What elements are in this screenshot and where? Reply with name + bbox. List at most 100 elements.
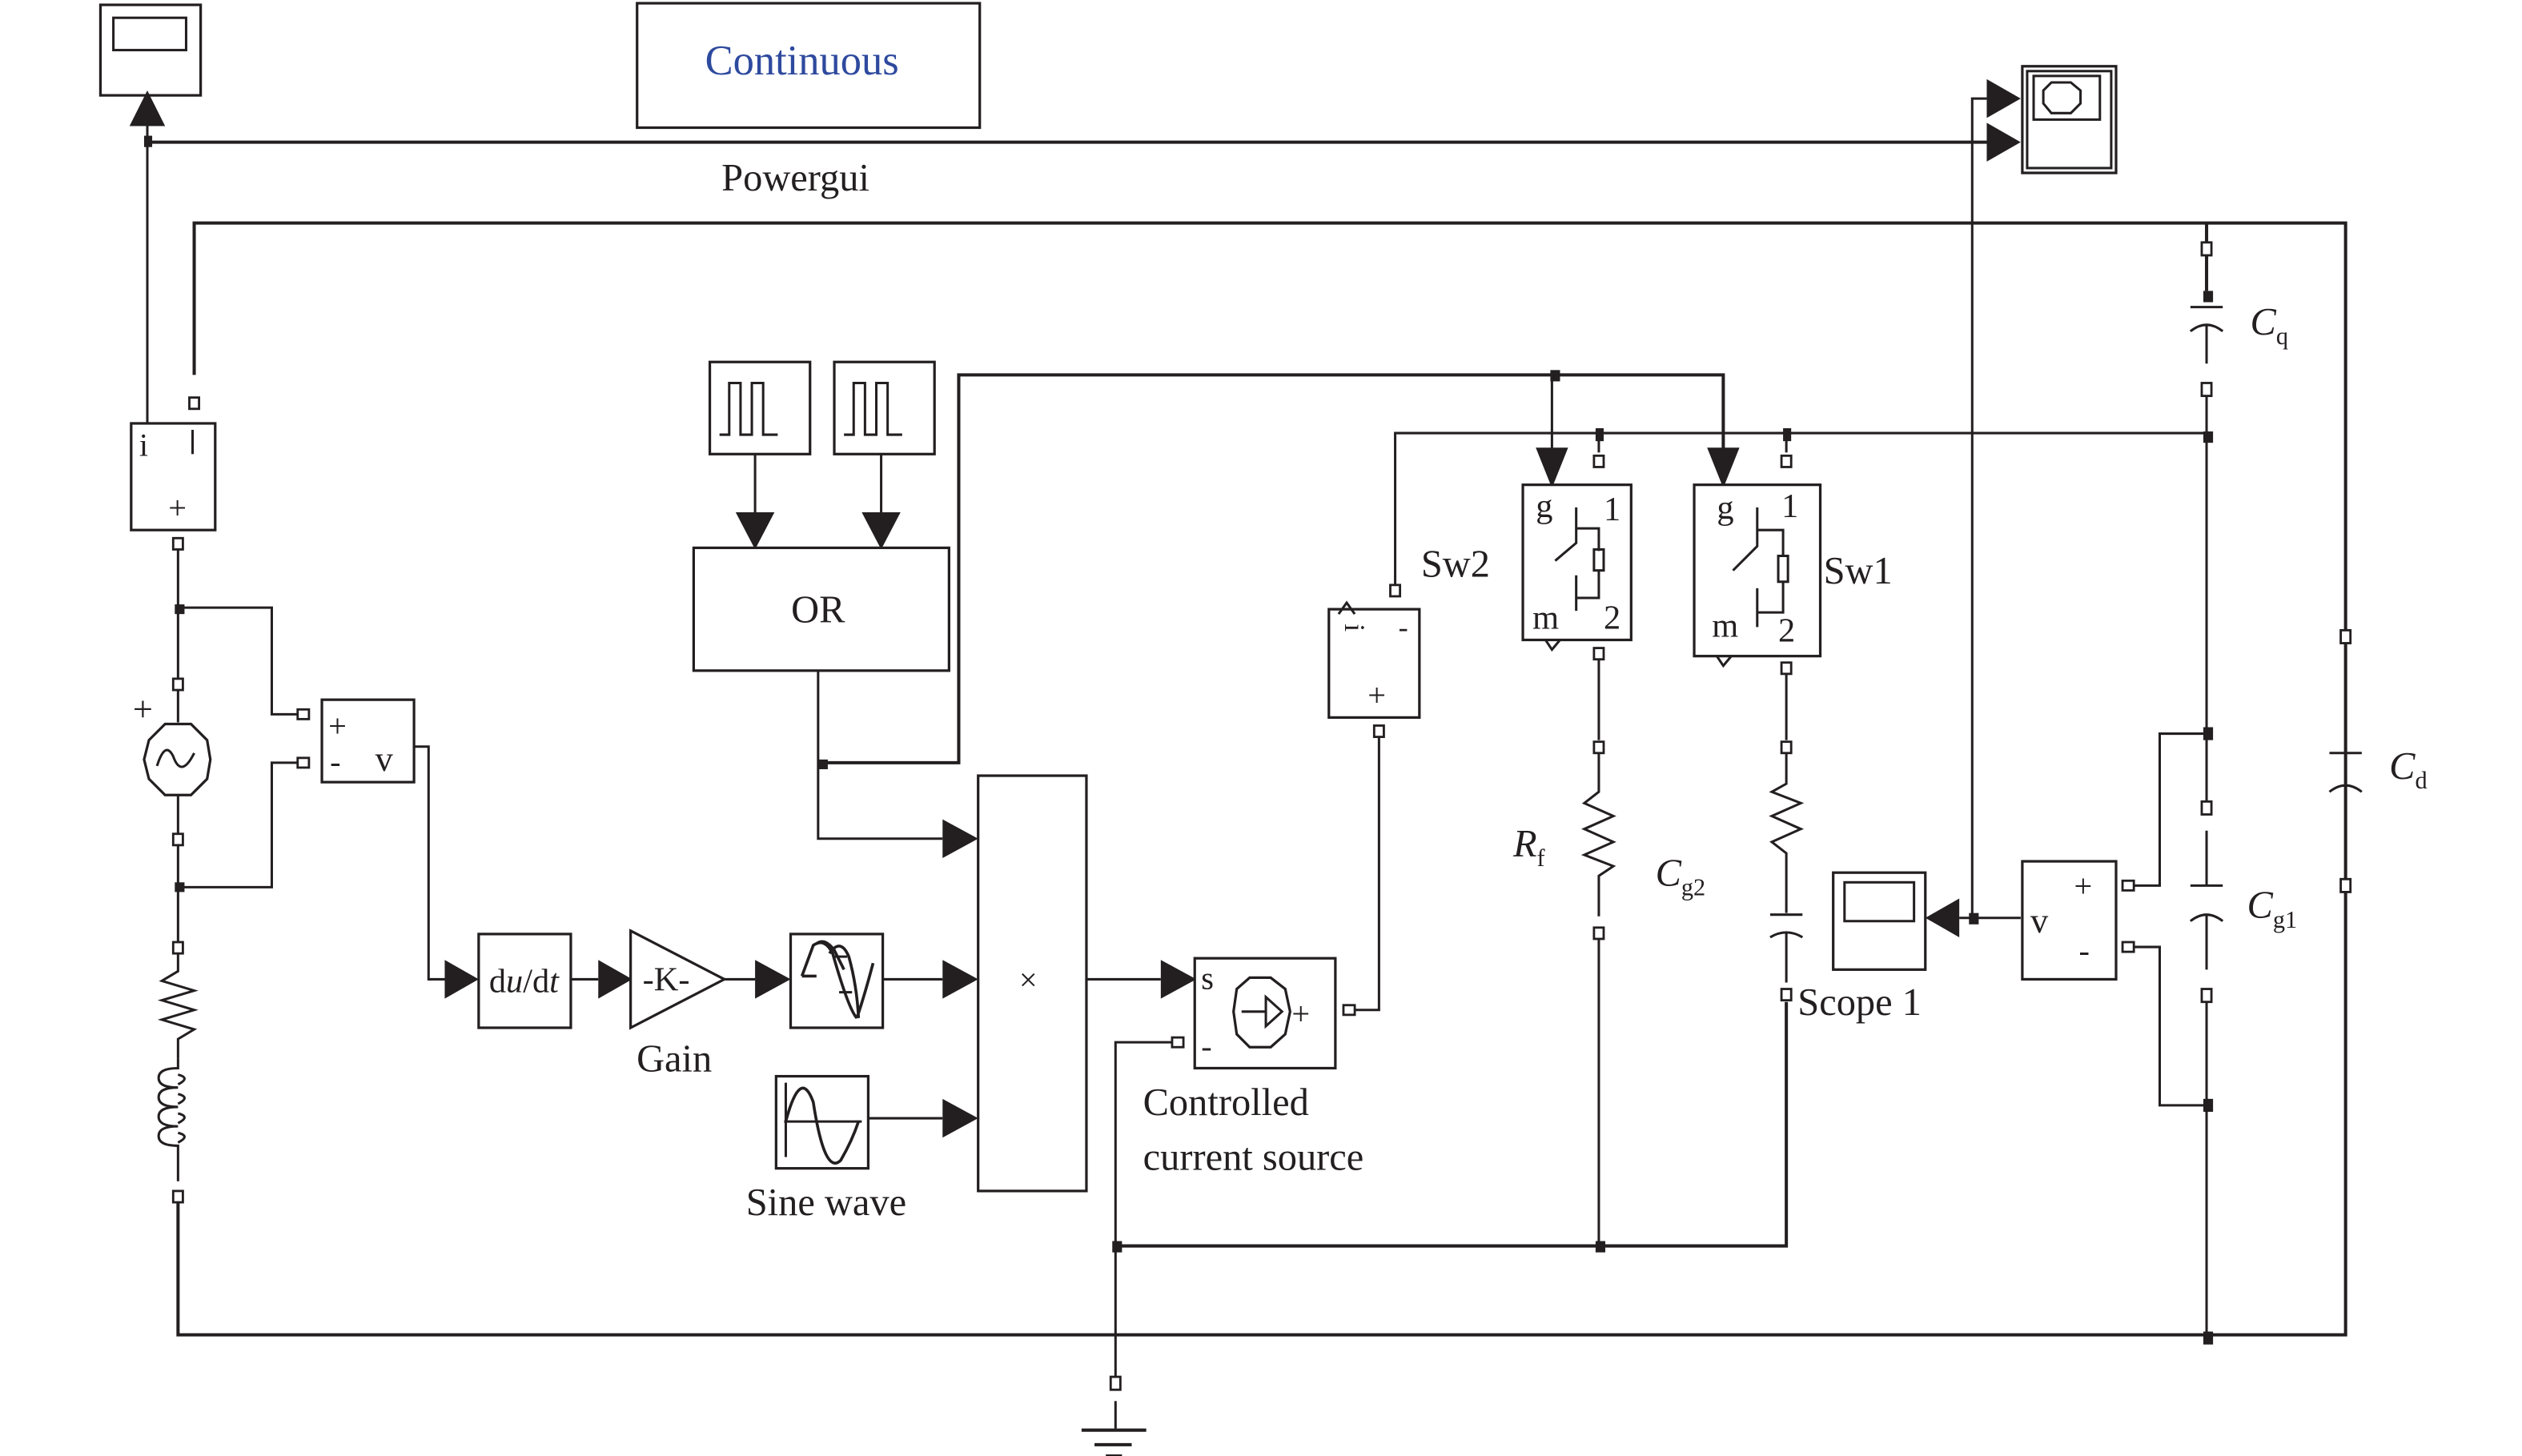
- arrow: [1160, 960, 1197, 999]
- sine-wave-block[interactable]: [774, 1074, 870, 1170]
- port[interactable]: [296, 708, 311, 720]
- arrow: [755, 960, 791, 999]
- vmeas-plus: +: [328, 708, 347, 744]
- sine-wave-label: Sine wave: [746, 1181, 906, 1224]
- port[interactable]: [171, 536, 184, 551]
- switch-sw1[interactable]: g 1 m 2: [1693, 483, 1822, 668]
- derivative-block[interactable]: du/dt: [477, 933, 572, 1029]
- port-label-2: 2: [1604, 599, 1620, 636]
- series-resistor[interactable]: [157, 953, 199, 1059]
- port-label-g: g: [1536, 487, 1552, 525]
- junction: [2203, 1098, 2214, 1112]
- powergui-mode-label: Continuous: [705, 38, 899, 84]
- cd-label: Cd: [2389, 745, 2427, 794]
- wire-vmeas-plus: [2134, 732, 2207, 887]
- port[interactable]: [2339, 877, 2352, 893]
- port[interactable]: [1592, 926, 1605, 941]
- port[interactable]: [1109, 1375, 1122, 1391]
- capacitor-cq[interactable]: [2189, 306, 2224, 364]
- source-plus-label: +: [133, 688, 153, 728]
- port[interactable]: [188, 396, 201, 411]
- product-block[interactable]: ×: [977, 774, 1088, 1193]
- port[interactable]: [171, 1189, 184, 1204]
- series-inductor[interactable]: [157, 1058, 186, 1181]
- ground-symbol: [1081, 1401, 1147, 1456]
- hysteresis-block[interactable]: [789, 933, 885, 1029]
- port[interactable]: [2200, 988, 2213, 1004]
- vmeas-plus: +: [2074, 868, 2092, 904]
- scope-1[interactable]: [1832, 871, 1927, 971]
- scope-top-left[interactable]: [98, 3, 203, 97]
- port[interactable]: [1780, 740, 1793, 755]
- cg2-label: Cg2: [1656, 852, 1706, 900]
- wire-gate-signal: [822, 373, 1725, 764]
- wire-ccs-minus-to-ground: [1114, 1041, 1172, 1378]
- pulse-generator-1[interactable]: [708, 360, 812, 455]
- capacitor-cg2[interactable]: [1769, 913, 1804, 983]
- junction: [175, 604, 185, 615]
- port[interactable]: [2200, 382, 2213, 398]
- junction: [1969, 913, 1979, 925]
- port-label-m: m: [1532, 599, 1559, 636]
- or-gate-block[interactable]: OR: [692, 546, 950, 672]
- gain-symbol: -K-: [643, 961, 690, 999]
- gain-block[interactable]: -K-: [629, 929, 728, 1030]
- junction: [2203, 1331, 2214, 1345]
- wire-or-output: [817, 670, 943, 840]
- arrow: [942, 819, 978, 859]
- current-measurement-left[interactable]: i +: [130, 422, 217, 531]
- arrow: [942, 960, 978, 999]
- resistor-rf[interactable]: [1580, 752, 1616, 917]
- port[interactable]: [171, 677, 184, 692]
- port[interactable]: [1780, 454, 1793, 468]
- port-label-1: 1: [1781, 487, 1798, 525]
- voltage-measurement-left[interactable]: + - v: [320, 698, 416, 784]
- port-label-m: m: [1712, 607, 1738, 644]
- powergui-block[interactable]: Continuous: [636, 2, 982, 130]
- port-label-plus: +: [168, 490, 187, 526]
- port[interactable]: [1592, 647, 1605, 661]
- vmeas-minus: -: [330, 744, 340, 780]
- wire-to-vmeas-plus: [181, 606, 298, 716]
- vmeas-minus: -: [2079, 933, 2090, 969]
- ac-voltage-source[interactable]: +: [133, 688, 212, 834]
- cq-label: Cq: [2251, 301, 2288, 350]
- switch-sw2[interactable]: g 1 m 2: [1521, 483, 1632, 652]
- ccs-label-line1: Controlled: [1143, 1081, 1309, 1124]
- scope-top-right[interactable]: [2021, 65, 2118, 174]
- wire-return-bus: [1115, 1001, 1789, 1248]
- ccs-port-plus: +: [1291, 996, 1310, 1032]
- port[interactable]: [2121, 941, 2135, 953]
- port[interactable]: [1780, 988, 1793, 1002]
- current-measurement-mid[interactable]: i - +: [1327, 600, 1421, 719]
- port[interactable]: [1342, 1004, 1356, 1017]
- capacitor-cd[interactable]: [2328, 643, 2363, 873]
- port[interactable]: [171, 832, 184, 847]
- capacitor-cg1[interactable]: [2189, 830, 2224, 970]
- junction: [175, 882, 185, 892]
- junction: [1595, 428, 1604, 442]
- port[interactable]: [2200, 800, 2213, 816]
- port[interactable]: [1592, 740, 1605, 755]
- wire-scope1-signal-up: [1970, 97, 1987, 921]
- wire-v-to-derivative: [414, 745, 445, 981]
- arrow: [1536, 447, 1568, 488]
- port-label-minus: -: [1399, 611, 1408, 643]
- port[interactable]: [1780, 661, 1793, 676]
- port[interactable]: [171, 941, 184, 955]
- port[interactable]: [1171, 1036, 1185, 1049]
- port[interactable]: [1592, 454, 1605, 468]
- powergui-name: Powergui: [721, 157, 869, 199]
- port[interactable]: [1389, 584, 1402, 598]
- arrow: [1925, 898, 1960, 937]
- port[interactable]: [1372, 724, 1385, 739]
- controlled-current-source[interactable]: s - +: [1193, 957, 1337, 1070]
- port[interactable]: [2121, 879, 2135, 892]
- arrow: [942, 1098, 978, 1138]
- resistor-sw1-branch[interactable]: [1769, 752, 1805, 913]
- pulse-generator-2[interactable]: [833, 360, 936, 455]
- port[interactable]: [296, 756, 311, 769]
- voltage-measurement-right[interactable]: v + -: [2021, 860, 2118, 981]
- port[interactable]: [2339, 628, 2352, 644]
- port[interactable]: [2200, 241, 2213, 257]
